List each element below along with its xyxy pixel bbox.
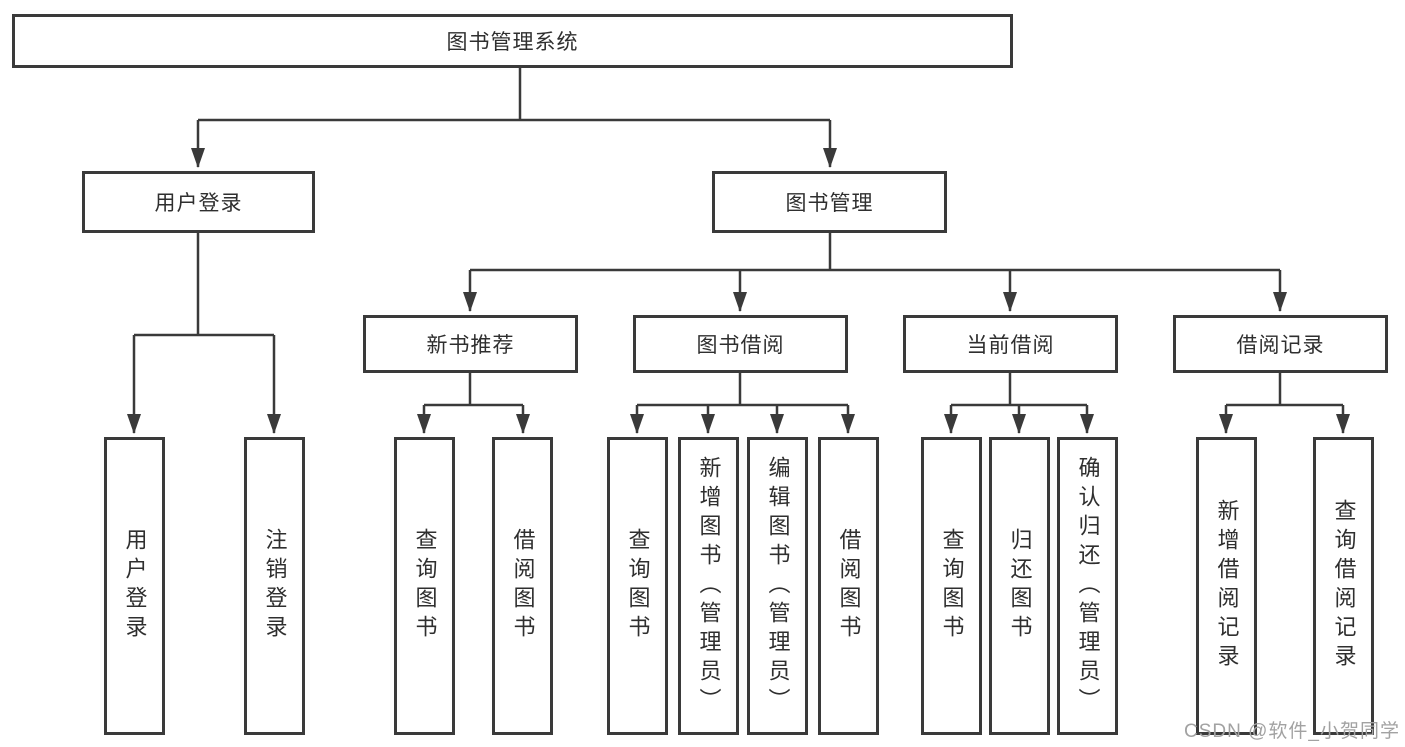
- node-current-borrow: 当前借阅: [903, 315, 1118, 373]
- leaf-recommend-borrow-books-label: 借阅图书: [510, 528, 536, 644]
- node-root: 图书管理系统: [12, 14, 1013, 68]
- leaf-query-borrow-record: 查询借阅记录: [1313, 437, 1374, 735]
- leaf-add-borrow-record-label: 新增借阅记录: [1214, 499, 1240, 673]
- leaf-edit-books-admin-label: 编辑图书（管理员）: [765, 455, 791, 717]
- node-current-borrow-label: 当前借阅: [966, 334, 1055, 357]
- leaf-user-login: 用户登录: [104, 437, 165, 735]
- node-new-book-recommend: 新书推荐: [363, 315, 578, 373]
- leaf-add-borrow-record: 新增借阅记录: [1196, 437, 1257, 735]
- leaf-borrow-books-label: 借阅图书: [836, 528, 862, 644]
- leaf-recommend-query-books: 查询图书: [394, 437, 455, 735]
- leaf-edit-books-admin: 编辑图书（管理员）: [747, 437, 808, 735]
- leaf-query-borrow-record-label: 查询借阅记录: [1331, 499, 1357, 673]
- leaf-return-books-label: 归还图书: [1007, 528, 1033, 644]
- leaf-borrow-query-books: 查询图书: [607, 437, 668, 735]
- leaf-confirm-return-admin: 确认归还（管理员）: [1057, 437, 1118, 735]
- leaf-add-books-admin-label: 新增图书（管理员）: [696, 455, 722, 717]
- leaf-logout-label: 注销登录: [262, 528, 288, 644]
- node-book-borrow: 图书借阅: [633, 315, 848, 373]
- csdn-watermark: CSDN @软件_小贺同学: [1184, 721, 1400, 742]
- node-new-book-recommend-label: 新书推荐: [426, 334, 515, 357]
- leaf-current-query-books-label: 查询图书: [939, 528, 965, 644]
- node-borrow-records: 借阅记录: [1173, 315, 1388, 373]
- leaf-confirm-return-admin-label: 确认归还（管理员）: [1075, 455, 1101, 717]
- leaf-user-login-label: 用户登录: [122, 528, 148, 644]
- leaf-recommend-borrow-books: 借阅图书: [492, 437, 553, 735]
- leaf-recommend-query-books-label: 查询图书: [412, 528, 438, 644]
- leaf-return-books: 归还图书: [989, 437, 1050, 735]
- node-user-login-label: 用户登录: [154, 192, 243, 215]
- node-root-label: 图书管理系统: [446, 31, 579, 54]
- node-borrow-records-label: 借阅记录: [1236, 334, 1325, 357]
- leaf-add-books-admin: 新增图书（管理员）: [678, 437, 739, 735]
- node-user-login: 用户登录: [82, 171, 315, 233]
- leaf-borrow-query-books-label: 查询图书: [625, 528, 651, 644]
- leaf-current-query-books: 查询图书: [921, 437, 982, 735]
- node-book-management-label: 图书管理: [785, 192, 874, 215]
- leaf-logout: 注销登录: [244, 437, 305, 735]
- node-book-management: 图书管理: [712, 171, 947, 233]
- leaf-borrow-books: 借阅图书: [818, 437, 879, 735]
- node-book-borrow-label: 图书借阅: [696, 334, 785, 357]
